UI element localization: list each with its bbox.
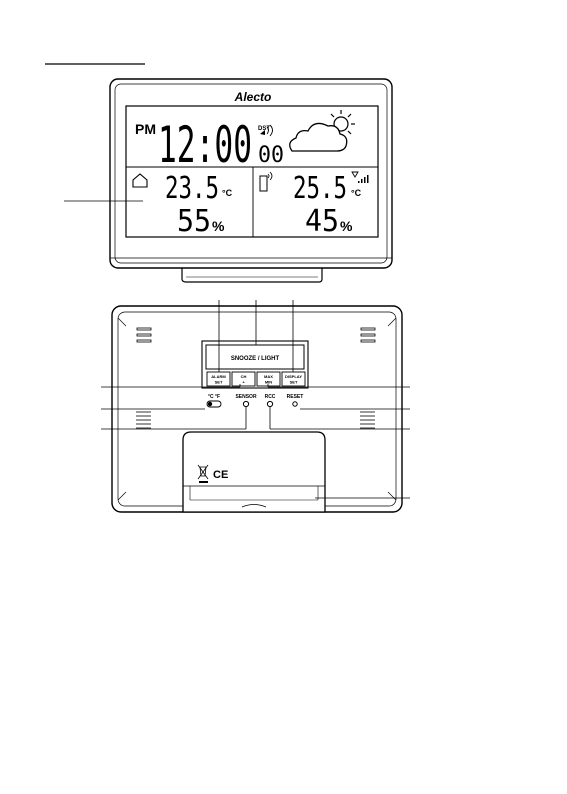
indoor-humidity: 55	[177, 204, 211, 239]
display-set-label-2: SET	[290, 380, 298, 385]
max-min-button[interactable]: MAX MIN	[257, 372, 280, 386]
reset-button[interactable]	[293, 402, 297, 406]
sensor-label: SENSOR	[235, 394, 257, 400]
outdoor-humidity-percent: %	[340, 218, 353, 234]
front-stand	[182, 268, 322, 282]
alarm-set-label-2: SET	[215, 380, 223, 385]
clock-time: 12:00	[158, 116, 252, 174]
display-set-label-1: DISPLAY	[285, 374, 302, 379]
unit-switch-label: °C °F	[208, 394, 220, 400]
unit-switch[interactable]	[207, 401, 221, 407]
snooze-light-label: SNOOZE / LIGHT	[231, 356, 280, 362]
max-min-label-1: MAX	[264, 374, 273, 379]
ch-plus-label-1: CH	[241, 374, 247, 379]
reset-label: RESET	[287, 394, 304, 400]
indoor-temperature: 23.5	[165, 171, 219, 206]
back-view: SNOOZE / LIGHT ALARM SET CH + MAX MIN DI…	[101, 300, 410, 512]
ampm-indicator: PM	[135, 121, 156, 137]
alarm-set-label-1: ALARM	[211, 374, 226, 379]
rcc-label: RCC	[265, 394, 276, 400]
clock-seconds: 00	[258, 143, 284, 168]
outdoor-temperature-unit: °C	[351, 188, 362, 198]
ch-plus-button[interactable]: CH +	[232, 372, 255, 386]
rcc-button[interactable]	[267, 401, 272, 406]
outdoor-humidity: 45	[305, 204, 339, 239]
front-view: Alecto PM 12:00 DST 00	[64, 79, 392, 282]
max-min-label-2: MIN	[265, 380, 272, 385]
outdoor-temperature: 25.5	[293, 171, 347, 206]
indoor-temperature-unit: °C	[222, 188, 233, 198]
brand-logo: Alecto	[234, 90, 272, 104]
sensor-button[interactable]	[243, 401, 248, 406]
ce-mark: CE	[213, 469, 228, 481]
alarm-set-button[interactable]: ALARM SET	[207, 372, 230, 386]
indoor-humidity-percent: %	[212, 218, 225, 234]
display-set-button[interactable]: DISPLAY SET	[282, 372, 305, 386]
